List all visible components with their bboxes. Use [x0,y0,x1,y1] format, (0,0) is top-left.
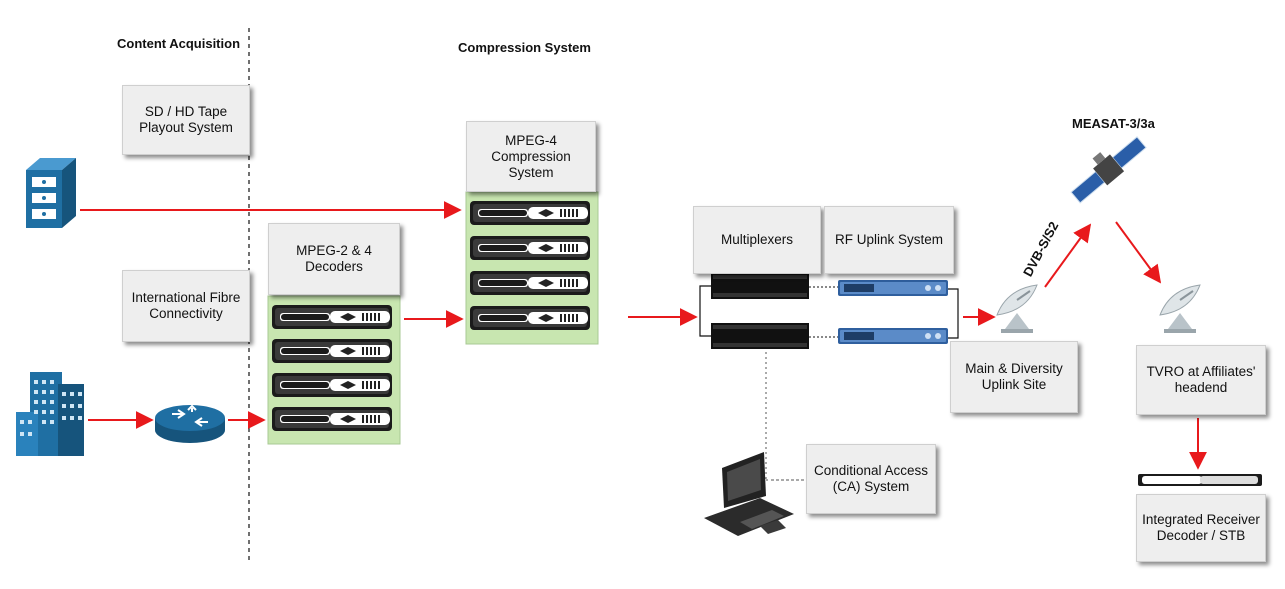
multiplexer-icon [711,273,809,299]
flow-arrows [80,201,1207,470]
building-icon [16,372,84,456]
dish-icon [996,284,1038,334]
ird-box: Integrated Receiver Decoder / STB [1136,494,1266,562]
tvro-box: TVRO at Affiliates' headend [1136,345,1266,415]
rack-unit-icon [470,271,590,295]
uplink-unit-icon [838,280,948,296]
rack-unit-icon [1138,474,1262,486]
section-title-compression-system: Compression System [458,40,591,55]
rack-unit-icon [470,306,590,330]
compression-box: MPEG-4 Compression System [466,121,596,192]
satellite-icon [1070,136,1147,204]
main-uplink-box: Main & Diversity Uplink Site [950,341,1078,413]
server-icon [26,158,76,228]
fibre-connectivity-box: International Fibre Connectivity [122,270,250,342]
dish-icon [1159,284,1201,334]
rack-unit-icon [272,339,392,363]
uplink-unit-icon [838,328,948,344]
tape-playout-box: SD / HD Tape Playout System [122,85,250,155]
rf-uplink-box: RF Uplink System [824,206,954,274]
decoders-box: MPEG-2 & 4 Decoders [268,223,400,295]
rack-unit-icon [470,236,590,260]
rack-unit-icon [272,305,392,329]
rack-unit-icon [272,373,392,397]
computer-icon [704,452,794,536]
satellite-name-label: MEASAT-3/3a [1072,116,1155,131]
router-icon [155,404,225,443]
rack-unit-icon [470,201,590,225]
multiplexer-icon [711,323,809,349]
multiplexers-box: Multiplexers [693,206,821,274]
section-title-content-acquisition: Content Acquisition [117,36,241,51]
rack-unit-icon [272,407,392,431]
conditional-access-box: Conditional Access (CA) System [806,444,936,514]
